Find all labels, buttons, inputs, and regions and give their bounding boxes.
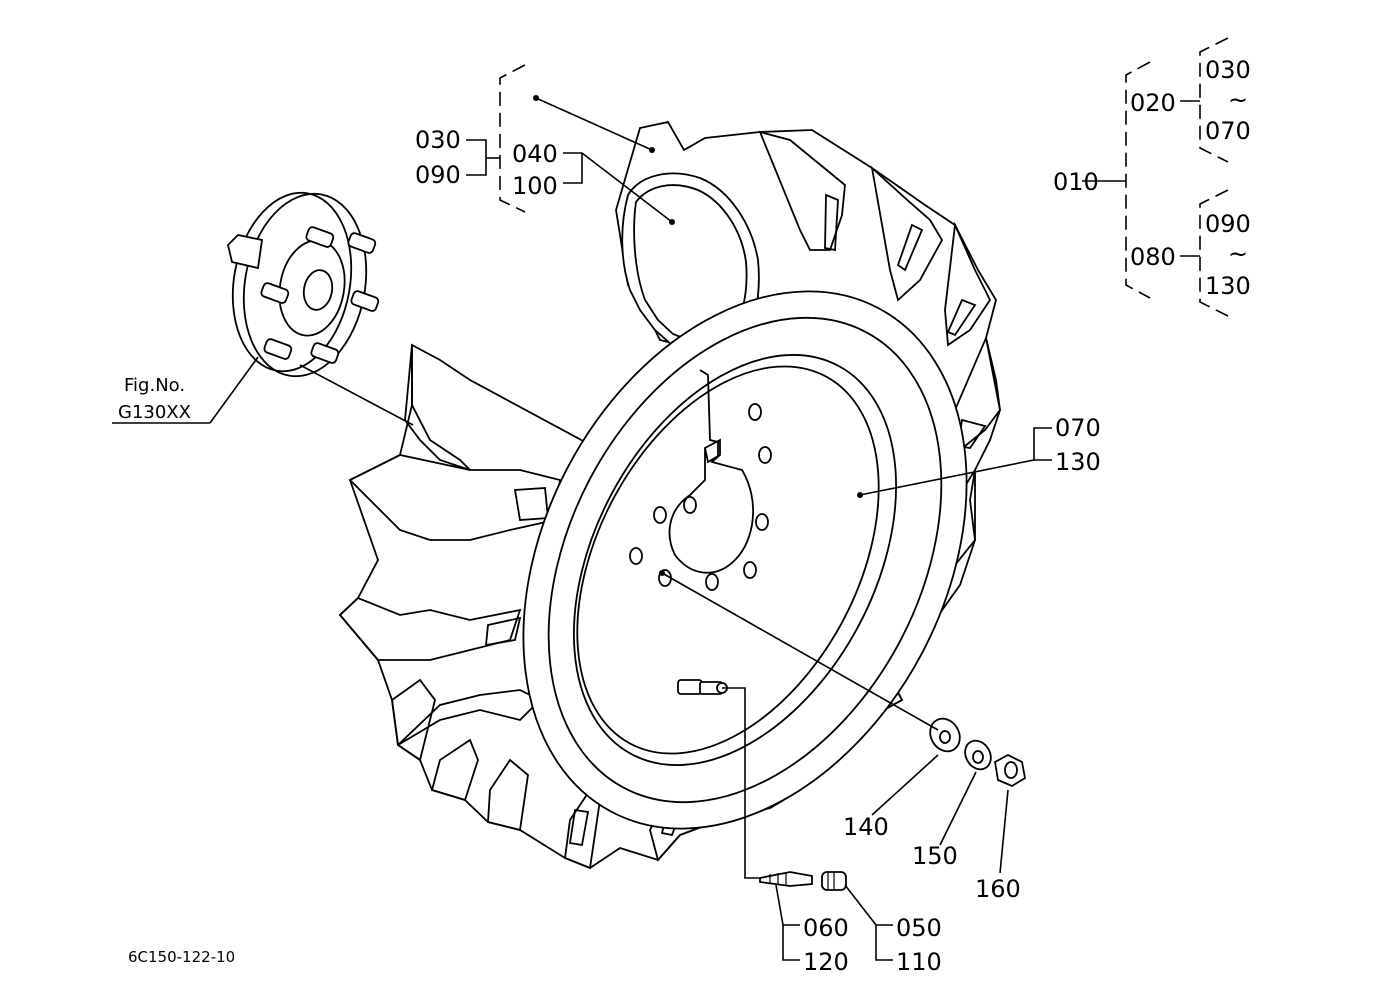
part-labels: 010 020 030 ~ 070 080 090 ~ 130 030 090 …	[118, 56, 1251, 976]
label-130-top: 130	[1205, 272, 1251, 300]
label-030-top: 030	[1205, 56, 1251, 84]
inner-tube-section	[633, 184, 748, 347]
label-070: 070	[1055, 414, 1101, 442]
label-tilde-1: ~	[1228, 86, 1248, 114]
label-020: 020	[1130, 89, 1176, 117]
valve-stem	[677, 679, 728, 695]
spring-washer-150	[964, 739, 992, 771]
drawing-code: 6C150-122-10	[128, 948, 235, 966]
label-100: 100	[512, 172, 558, 200]
fig-no-label: Fig.No.	[124, 375, 185, 396]
label-110: 110	[896, 948, 942, 976]
label-050: 050	[896, 914, 942, 942]
hub-studs	[260, 226, 380, 364]
center-bore	[668, 438, 754, 574]
label-140: 140	[843, 813, 889, 841]
valve-core-060	[759, 871, 813, 887]
brackets	[466, 37, 1229, 317]
label-060: 060	[803, 914, 849, 942]
washer-140	[929, 717, 961, 753]
leader-lines	[112, 95, 1052, 961]
label-120: 120	[803, 948, 849, 976]
label-090-top: 090	[1205, 210, 1251, 238]
fig-no-value: G130XX	[118, 402, 191, 423]
label-160: 160	[975, 875, 1021, 903]
label-040: 040	[512, 140, 558, 168]
label-150: 150	[912, 842, 958, 870]
nut-160	[994, 753, 1026, 788]
wheel-rim	[522, 290, 968, 830]
valve-cap-050	[821, 871, 847, 891]
label-130: 130	[1055, 448, 1101, 476]
label-090: 090	[415, 161, 461, 189]
label-tilde-2: ~	[1228, 240, 1248, 268]
label-070-top: 070	[1205, 117, 1251, 145]
label-010: 010	[1053, 168, 1099, 196]
label-030: 030	[415, 126, 461, 154]
bolt-holes	[629, 403, 772, 591]
hub-flange	[227, 191, 380, 378]
label-080: 080	[1130, 243, 1176, 271]
